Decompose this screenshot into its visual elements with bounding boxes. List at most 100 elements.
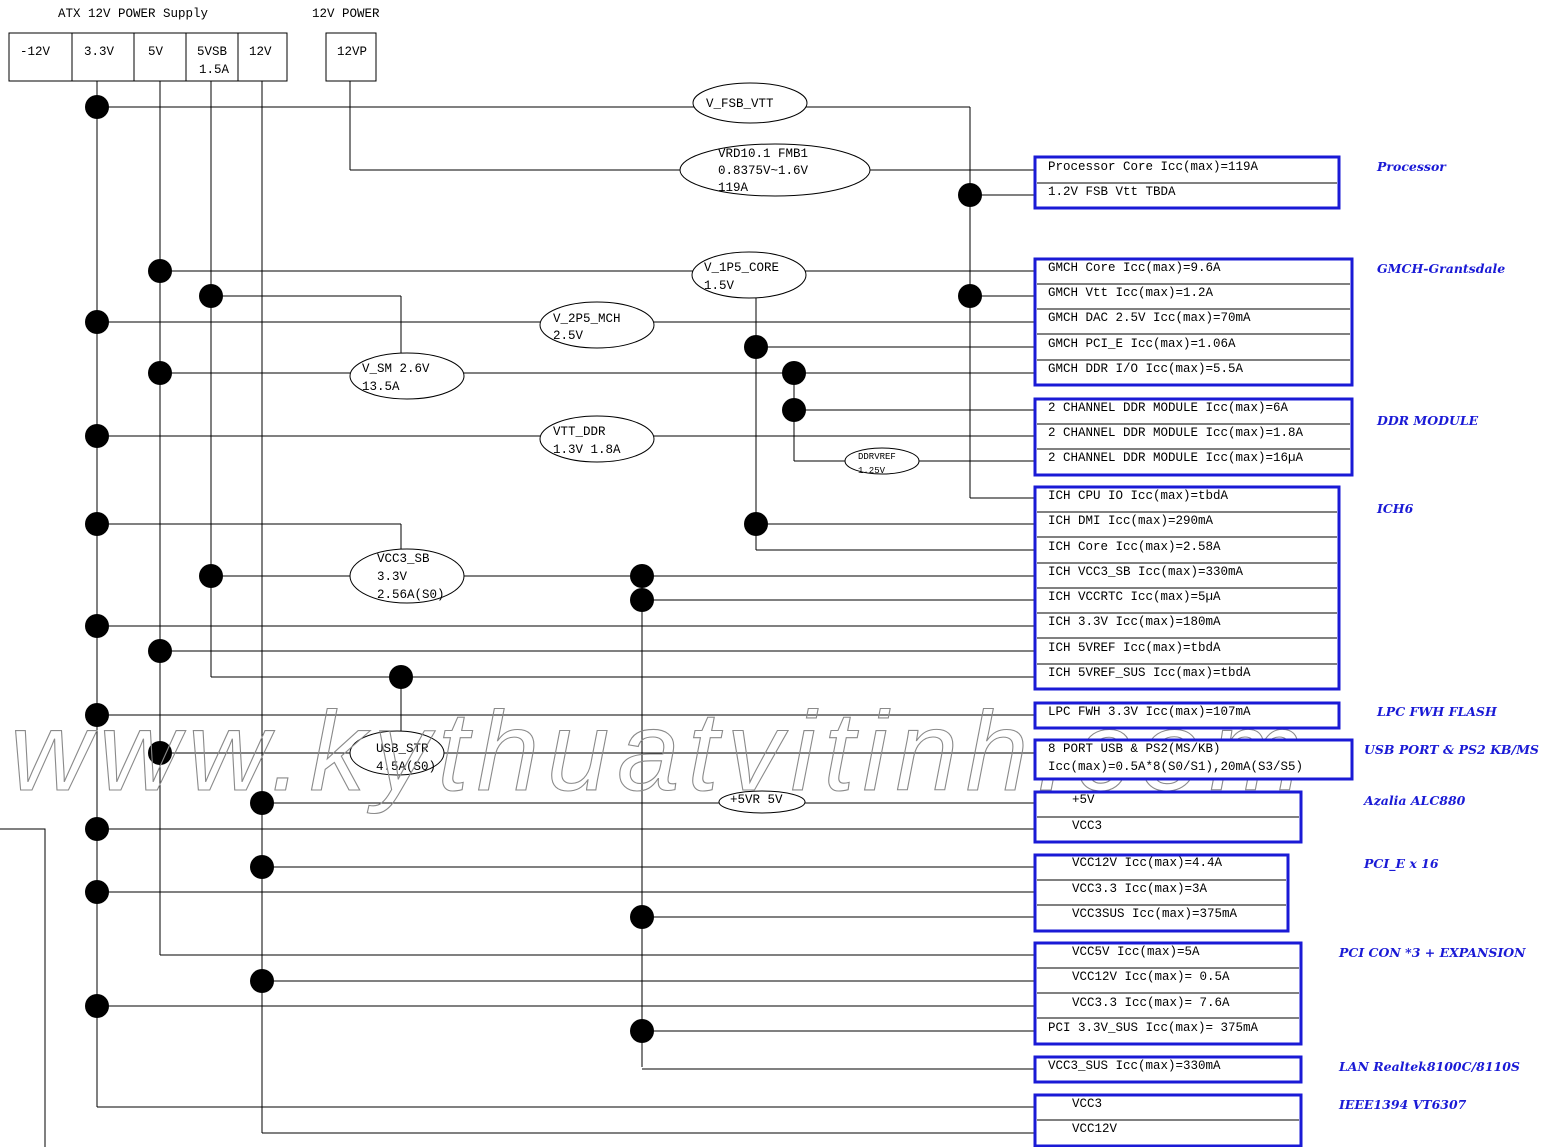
vrd-label-line3: 119A — [718, 181, 749, 195]
usb-row: Icc(max)=0.5A*8(S0/S1),20mA(S3/S5) — [1048, 760, 1303, 774]
gmch-row: GMCH PCI_E Icc(max)=1.06A — [1048, 337, 1236, 351]
supply-col-3v3: 3.3V — [84, 45, 115, 59]
supply-col-5vsb: 5VSB — [197, 45, 228, 59]
block-usb — [1033, 738, 1354, 781]
atx-supply-title: ATX 12V POWER Supply — [58, 7, 209, 21]
ieee-row: VCC12V — [1072, 1122, 1118, 1136]
12v-power-title: 12V POWER — [312, 7, 380, 21]
label-gmch: GMCH-Grantsdale — [1377, 261, 1505, 276]
junction-dot — [85, 817, 109, 841]
pcie-row: VCC12V Icc(max)=4.4A — [1072, 856, 1223, 870]
ddrvref-label: DDRVREF — [858, 452, 896, 462]
usb-str-label: USB_STR — [376, 742, 429, 756]
ich-row: ICH 5VREF_SUS Icc(max)=tbdA — [1048, 666, 1251, 680]
azalia-row: +5V — [1072, 793, 1095, 807]
pci-row: PCI 3.3V_SUS Icc(max)= 375mA — [1048, 1021, 1259, 1035]
usb-str-current: 4.5A(S0) — [376, 760, 436, 774]
azalia-row: VCC3 — [1072, 819, 1102, 833]
label-pcie: PCI_E x 16 — [1363, 856, 1439, 872]
junction-dot — [630, 1019, 654, 1043]
gmch-row: GMCH DDR I/O Icc(max)=5.5A — [1048, 362, 1244, 376]
label-usb: USB PORT & PS2 KB/MS — [1364, 742, 1539, 757]
reg-v-fsb-vtt — [692, 82, 808, 124]
ieee-row: VCC3 — [1072, 1097, 1102, 1111]
junction-dot — [85, 994, 109, 1018]
atx-supply-table — [8, 32, 288, 82]
ich-row: ICH Core Icc(max)=2.58A — [1048, 540, 1221, 554]
junction-dot — [744, 335, 768, 359]
junction-dot — [199, 284, 223, 308]
junction-dot — [782, 398, 806, 422]
reg-vrd — [679, 143, 871, 197]
junction-dot — [389, 665, 413, 689]
processor-row: 1.2V FSB Vtt TBDA — [1048, 185, 1176, 199]
v-1p5-core-voltage: 1.5V — [704, 279, 735, 293]
block-lan — [1033, 1055, 1303, 1084]
reg-usb-str — [349, 730, 445, 776]
block-lpc — [1033, 701, 1341, 730]
regulators — [349, 82, 920, 814]
gmch-row: GMCH Vtt Icc(max)=1.2A — [1048, 286, 1214, 300]
junction-dot — [630, 905, 654, 929]
vcc3-sb-voltage: 3.3V — [377, 570, 408, 584]
junction-dot — [250, 855, 274, 879]
junction-dot — [782, 361, 806, 385]
lan-row: VCC3_SUS Icc(max)=330mA — [1048, 1059, 1221, 1073]
junction-dot — [85, 512, 109, 536]
supply-col-minus12v: -12V — [20, 45, 51, 59]
junction-dot — [85, 95, 109, 119]
vrd-label-line1: VRD10.1 FMB1 — [718, 147, 808, 161]
vcc3-sb-current: 2.56A(S0) — [377, 588, 445, 602]
junction-dot — [148, 361, 172, 385]
junction-dot — [148, 639, 172, 663]
reg-v-sm — [349, 352, 465, 400]
block-pcie — [1033, 853, 1290, 933]
ich-row: ICH VCCRTC Icc(max)=5µA — [1048, 590, 1221, 604]
vrd-label-line2: 0.8375V~1.6V — [718, 164, 809, 178]
v-2p5-mch-voltage: 2.5V — [553, 329, 584, 343]
ich-row: ICH DMI Icc(max)=290mA — [1048, 514, 1214, 528]
label-processor: Processor — [1376, 159, 1447, 174]
junction-dot — [744, 512, 768, 536]
gmch-row: GMCH DAC 2.5V Icc(max)=70mA — [1048, 311, 1251, 325]
label-ich6: ICH6 — [1376, 501, 1414, 516]
vtt-ddr-values: 1.3V 1.8A — [553, 443, 621, 457]
junction-dot — [85, 424, 109, 448]
junction-dot — [85, 614, 109, 638]
supply-col-5v: 5V — [148, 45, 164, 59]
lpc-row: LPC FWH 3.3V Icc(max)=107mA — [1048, 705, 1251, 719]
power-col-12vp: 12VP — [337, 45, 367, 59]
ddr-row: 2 CHANNEL DDR MODULE Icc(max)=1.8A — [1048, 426, 1304, 440]
ddr-row: 2 CHANNEL DDR MODULE Icc(max)=6A — [1048, 401, 1289, 415]
junction-dot — [250, 969, 274, 993]
junction-dot — [85, 880, 109, 904]
label-ieee: IEEE1394 VT6307 — [1338, 1097, 1467, 1112]
gmch-row: GMCH Core Icc(max)=9.6A — [1048, 261, 1221, 275]
v-1p5-core-label: V_1P5_CORE — [704, 261, 779, 275]
v-sm-current: 13.5A — [362, 380, 400, 394]
reg-v-1p5-core — [691, 251, 807, 299]
block-ddr — [1033, 397, 1354, 477]
ich-row: ICH 3.3V Icc(max)=180mA — [1048, 615, 1221, 629]
label-pci: PCI CON *3 + EXPANSION — [1338, 945, 1526, 960]
supply-col-12v: 12V — [249, 45, 272, 59]
junction-dot — [630, 588, 654, 612]
pcie-row: VCC3SUS Icc(max)=375mA — [1072, 907, 1238, 921]
12vp-power-box — [325, 32, 377, 82]
v-sm-label: V_SM 2.6V — [362, 362, 430, 376]
processor-row: Processor Core Icc(max)=119A — [1048, 160, 1259, 174]
junction-dot — [958, 183, 982, 207]
label-lpc: LPC FWH FLASH — [1376, 704, 1498, 719]
reg-v-2p5-mch — [539, 301, 655, 349]
reg-vcc3-sb — [349, 548, 465, 604]
usb-row: 8 PORT USB & PS2(MS/KB) — [1048, 742, 1221, 756]
reg-vtt-ddr — [539, 415, 655, 463]
vcc3-sb-label: VCC3_SB — [377, 552, 430, 566]
pci-row: VCC12V Icc(max)= 0.5A — [1072, 970, 1230, 984]
pcie-row: VCC3.3 Icc(max)=3A — [1072, 882, 1208, 896]
junction-dot — [85, 310, 109, 334]
reg-ddrvref — [844, 447, 920, 475]
junction-dot — [148, 259, 172, 283]
